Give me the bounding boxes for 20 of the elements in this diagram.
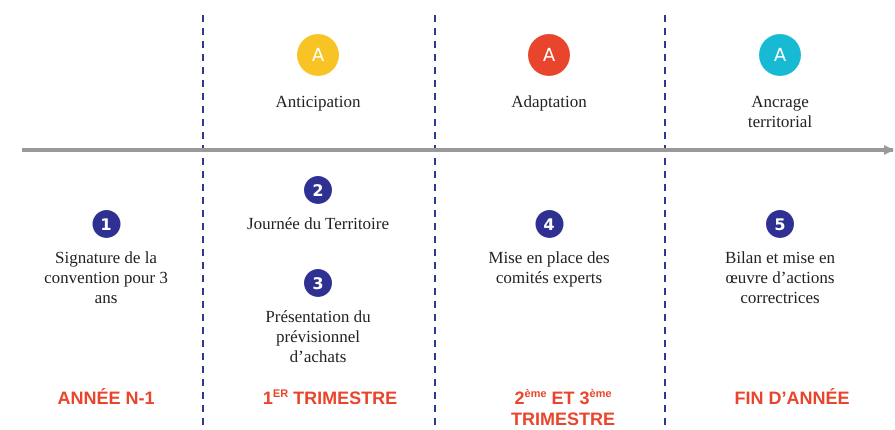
step-number-badge: 2	[304, 176, 332, 204]
period-label: 2$^{ème}$ ET 3$^{ème}$ TRIMESTRE	[510, 388, 616, 430]
phase-label: Adaptation	[510, 92, 588, 112]
letter-badge: A	[528, 34, 570, 76]
step-caption: Présentation du prévisionnel d’achats	[264, 307, 372, 367]
step-caption: Mise en place des comités experts	[487, 248, 611, 288]
letter-badge: A	[759, 34, 801, 76]
letter-badge: A	[297, 34, 339, 76]
phase-label: Ancrage territorial	[746, 92, 814, 132]
period-label: ANNÉE N-1	[56, 388, 156, 409]
step-caption: Bilan et mise en œuvre d’actions correctrices	[724, 248, 836, 308]
step-number-badge: 1	[92, 210, 120, 238]
step-number-badge: 5	[766, 210, 794, 238]
step-number-badge: 4	[535, 210, 563, 238]
period-label: FIN D’ANNÉE	[733, 388, 850, 409]
phase-label: Anticipation	[274, 92, 362, 112]
period-label: 1$^{ER}$ TRIMESTRE	[262, 388, 398, 409]
step-number-badge: 3	[304, 269, 332, 297]
step-caption: Signature de la convention pour 3 ans	[43, 248, 169, 308]
step-caption: Journée du Territoire	[246, 214, 390, 234]
